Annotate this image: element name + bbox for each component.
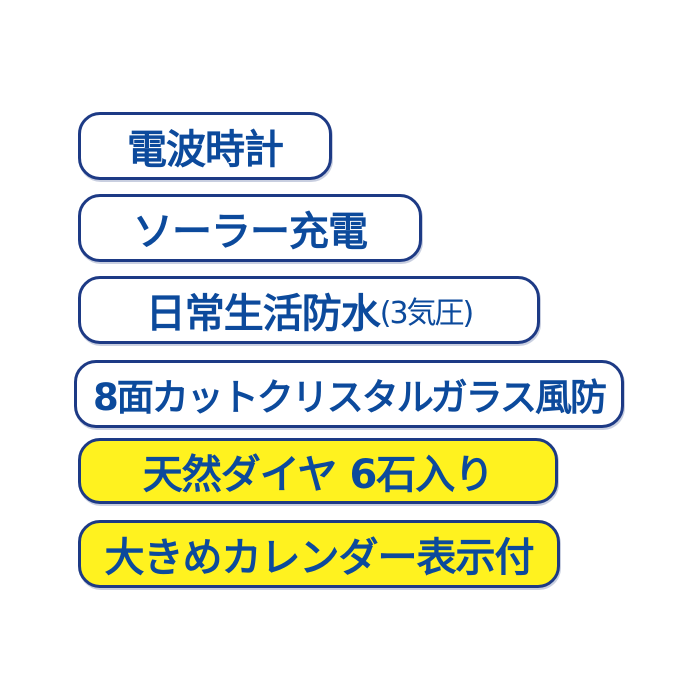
feature-badge-radio-clock: 電波時計 <box>78 112 332 180</box>
badge-label: 日常生活防水 <box>145 291 381 337</box>
badge-label: 電波時計 <box>127 127 284 173</box>
feature-badge-diamonds: 天然ダイヤ 6石入り <box>78 438 558 504</box>
badge-sublabel: (3気圧) <box>379 296 474 331</box>
badge-label: 天然ダイヤ 6石入り <box>142 452 495 498</box>
feature-badge-water-resistant: 日常生活防水(3気圧) <box>78 276 540 344</box>
badge-label: 大きめカレンダー表示付 <box>104 535 535 581</box>
feature-badge-solar-charge: ソーラー充電 <box>78 194 422 262</box>
feature-badge-crystal-glass: 8面カットクリスタルガラス風防 <box>74 360 624 428</box>
badge-label: 8面カットクリスタルガラス風防 <box>93 376 607 419</box>
feature-badge-large-calendar: 大きめカレンダー表示付 <box>78 520 560 588</box>
badge-label: ソーラー充電 <box>133 209 368 255</box>
